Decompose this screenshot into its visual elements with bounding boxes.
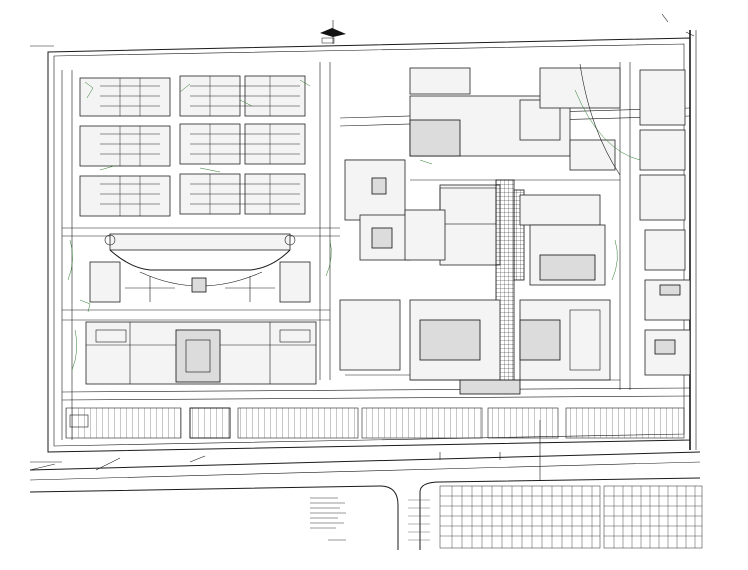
main-hall-building <box>85 321 317 385</box>
plaza-building <box>89 233 311 303</box>
schedule-table <box>408 485 703 549</box>
north-arrow-icon <box>320 20 346 44</box>
residential-blocks <box>79 75 306 217</box>
corner-marks <box>661 13 695 37</box>
annotation-leaders <box>29 45 541 480</box>
east-blocks <box>409 63 691 376</box>
landscape-vegetation <box>67 79 618 371</box>
parking-areas <box>65 407 685 439</box>
external-road <box>29 451 701 550</box>
design-notes-block <box>310 497 346 541</box>
